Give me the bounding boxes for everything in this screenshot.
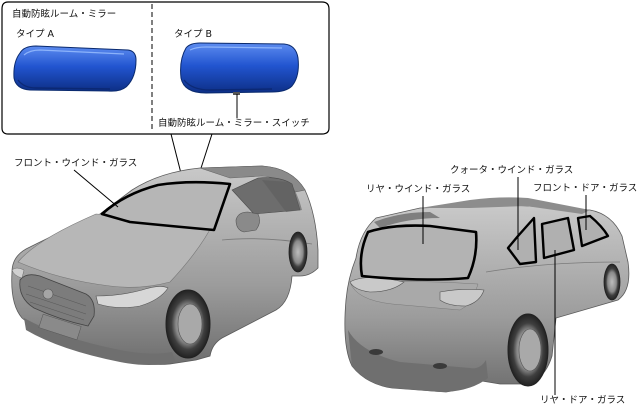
mirror-type-b-label: タイプ B	[174, 29, 213, 40]
front-windshield-leader	[73, 169, 119, 208]
mirror-type-a-label: タイプ A	[16, 29, 55, 40]
front-windshield-label: フロント・ウインド・ガラス	[14, 158, 138, 169]
quarter-glass-label: クォータ・ウインド・ガラス	[450, 165, 574, 176]
rear-door-glass-label: リヤ・ドア・ガラス	[540, 395, 626, 406]
rear-car-illustration	[344, 197, 630, 393]
front-car-illustration	[11, 165, 319, 365]
front-door-glass-label: フロント・ドア・ガラス	[533, 183, 638, 194]
mirror-switch-label: 自動防眩ルーム・ミラー・スイッチ	[158, 118, 310, 129]
rear-car-leaders	[422, 177, 587, 395]
inset-title: 自動防眩ルーム・ミラー	[12, 9, 117, 20]
mirror-type-b	[180, 42, 299, 95]
inset-frame	[1, 1, 330, 135]
rear-windshield-label: リヤ・ウインド・ガラス	[366, 184, 471, 195]
mirror-type-a	[13, 45, 137, 92]
